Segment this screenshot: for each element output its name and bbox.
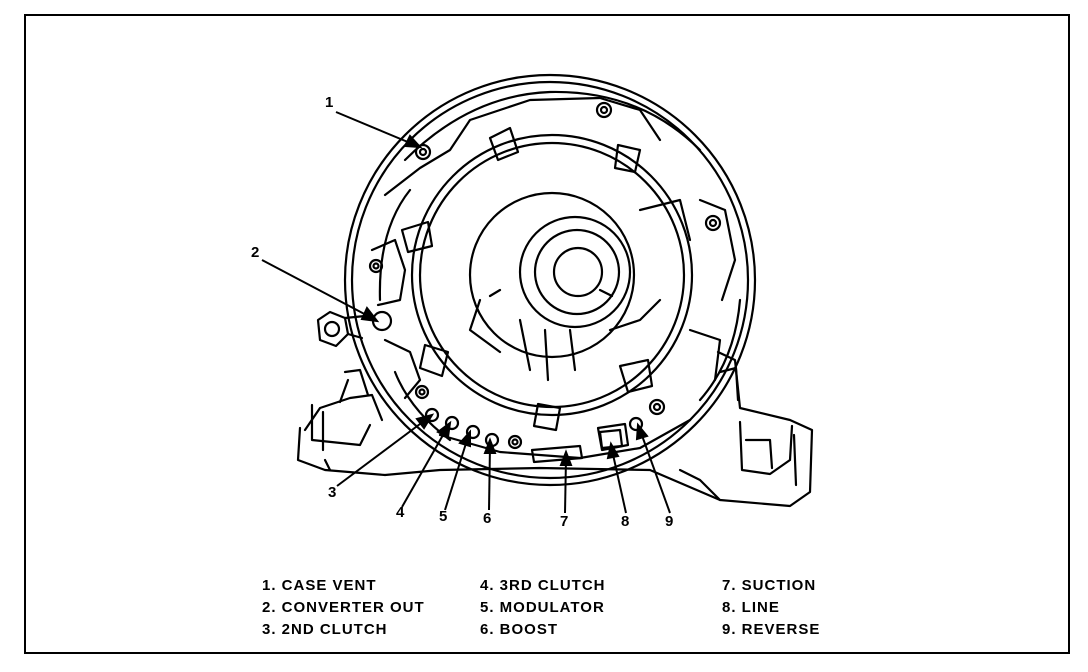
case-face <box>343 73 757 487</box>
legend-item: 1. CASE VENT <box>262 577 377 594</box>
legend-item: 5. MODULATOR <box>480 599 605 616</box>
legend-item: 7. SUCTION <box>722 577 817 594</box>
callout-6: 6 <box>483 510 492 527</box>
callout-5: 5 <box>439 508 448 525</box>
callout-2: 2 <box>251 244 260 261</box>
legend-item: 2. CONVERTER OUT <box>262 599 425 616</box>
callout-7: 7 <box>560 513 569 530</box>
legend-item: 3. 2ND CLUTCH <box>262 621 388 638</box>
center-hub <box>518 215 632 329</box>
leader-lines <box>261 111 671 514</box>
diagram-frame <box>24 14 1070 654</box>
legend-item: 6. BOOST <box>480 621 559 638</box>
callout-3: 3 <box>328 484 337 501</box>
bolt-holes <box>368 101 722 464</box>
callout-1: 1 <box>325 94 334 111</box>
callout-4: 4 <box>396 504 405 521</box>
transmission-base <box>296 350 814 508</box>
legend-item: 9. REVERSE <box>722 621 821 638</box>
legend-item: 8. LINE <box>722 599 780 616</box>
callout-8: 8 <box>621 513 630 530</box>
legend-item: 4. 3RD CLUTCH <box>480 577 606 594</box>
callout-9: 9 <box>665 513 674 530</box>
